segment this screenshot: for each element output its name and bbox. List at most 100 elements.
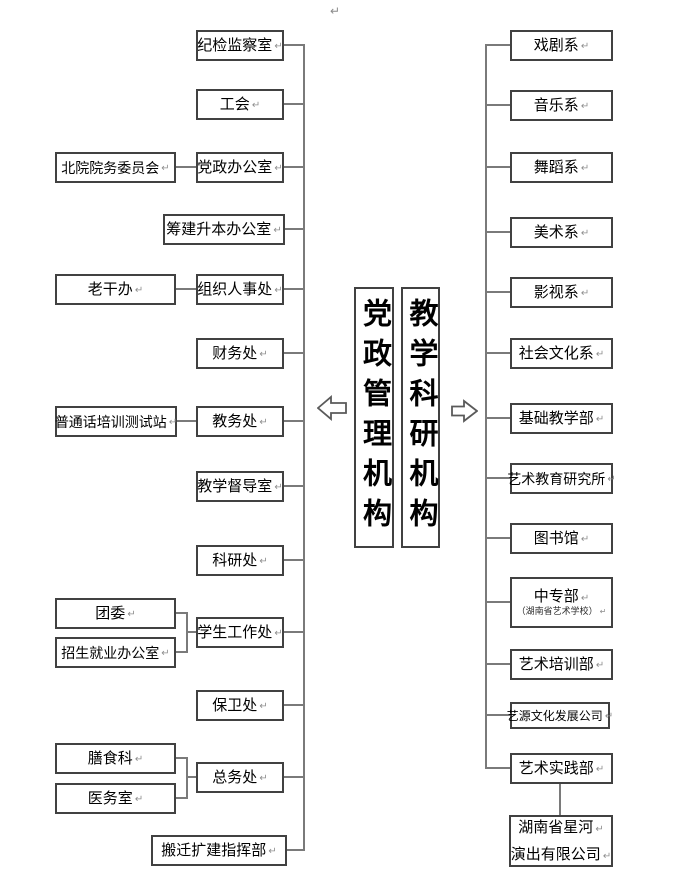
connector-line xyxy=(176,166,196,168)
connector-line xyxy=(176,651,188,653)
box-label: 戏剧系 xyxy=(533,37,579,54)
box-label: 艺源文化发展公司 xyxy=(506,708,603,723)
return-mark-icon: ↵ xyxy=(595,824,604,836)
connector-line xyxy=(485,417,510,419)
box-label: 纪检监察室 xyxy=(197,37,273,54)
box-label: 膳食科 xyxy=(87,750,133,767)
box-north-campus-council: 北院院务委员会↵ xyxy=(55,152,176,183)
return-mark-icon: ↵ xyxy=(273,224,282,236)
return-mark-icon: ↵ xyxy=(274,284,283,296)
connector-line xyxy=(186,776,196,778)
box-label: 筹建升本办公室 xyxy=(166,221,272,238)
box-label: 总务处 xyxy=(212,769,258,786)
box-general-affairs-office: 总务处↵ xyxy=(196,762,284,793)
box-dance-dept: 舞蹈系↵ xyxy=(510,152,613,183)
box-label: 学生工作处 xyxy=(197,624,273,641)
box-retired-cadres-office: 老干办↵ xyxy=(55,274,176,305)
right-branch-title: 教学科研机构 xyxy=(405,297,437,538)
return-mark-icon: ↵ xyxy=(268,845,277,857)
return-mark-icon: ↵ xyxy=(595,763,605,775)
left-spine-line xyxy=(303,44,305,851)
box-library: 图书馆↵ xyxy=(510,523,613,554)
return-mark-icon: ↵ xyxy=(274,40,283,52)
return-mark-icon: ↵ xyxy=(580,533,590,545)
box-label: 搬迁扩建指挥部 xyxy=(161,842,267,859)
connector-line xyxy=(485,104,510,106)
return-mark-icon: ↵ xyxy=(595,348,605,360)
box-label: 社会文化系 xyxy=(518,345,594,362)
box-party-admin-office: 党政办公室↵ xyxy=(196,152,284,183)
box-label: 医务室 xyxy=(87,790,133,807)
return-mark-icon: ↵ xyxy=(602,850,612,862)
box-label: 美术系 xyxy=(533,224,579,241)
box-admissions-employment-office: 招生就业办公室↵ xyxy=(55,637,176,668)
connector-line xyxy=(176,288,196,290)
box-drama-dept: 戏剧系↵ xyxy=(510,30,613,61)
box-label: 舞蹈系 xyxy=(533,159,579,176)
box-security-office: 保卫处↵ xyxy=(196,690,284,721)
box-teaching-supervision-office: 教学督导室↵ xyxy=(196,471,284,502)
return-mark-icon: ↵ xyxy=(134,753,144,765)
box-youth-league: 团委↵ xyxy=(55,598,176,629)
connector-line xyxy=(284,559,303,561)
box-label: 科研处 xyxy=(212,552,258,569)
box-label: 图书馆 xyxy=(533,530,579,547)
return-mark-icon: ↵ xyxy=(161,647,170,659)
connector-line xyxy=(284,44,303,46)
connector-line xyxy=(485,44,510,46)
return-mark-icon: ↵ xyxy=(259,700,268,712)
connector-line xyxy=(176,797,188,799)
return-mark-icon: ↵ xyxy=(251,99,261,111)
box-fine-arts-dept: 美术系↵ xyxy=(510,217,613,248)
box-social-culture-dept: 社会文化系↵ xyxy=(510,338,613,369)
connector-line xyxy=(284,288,303,290)
return-mark-icon: ↵ xyxy=(595,413,605,425)
box-subnote: （湖南省艺术学校）↵ xyxy=(517,607,607,616)
left-branch-title: 党政管理机构 xyxy=(358,297,391,538)
return-mark-icon: ↵ xyxy=(580,287,590,299)
box-label: 演出有限公司 xyxy=(510,845,601,863)
box-label: 工会 xyxy=(219,96,250,113)
return-mark-icon: ↵ xyxy=(259,348,268,360)
return-mark-icon: ↵ xyxy=(134,793,144,805)
right-branch-title-box: 教学科研机构 xyxy=(401,287,440,548)
box-label-line: 中专部↵ xyxy=(534,589,589,604)
box-label: 普通话培训测试站 xyxy=(54,413,167,430)
return-mark-icon: ↵ xyxy=(580,162,590,174)
connector-line xyxy=(285,228,303,230)
connector-line xyxy=(485,477,510,479)
box-upgrade-preparation-office: 筹建升本办公室↵ xyxy=(163,214,285,245)
box-discipline-inspection-office: 纪检监察室↵ xyxy=(196,30,284,61)
box-subnote-text: （湖南省艺术学校） xyxy=(516,606,598,616)
connector-line xyxy=(284,352,303,354)
return-mark-icon: ↵ xyxy=(274,481,283,493)
box-art-practice-dept: 艺术实践部↵ xyxy=(510,753,613,784)
return-mark-icon: ↵ xyxy=(580,593,590,604)
return-mark-icon: ↵ xyxy=(274,162,283,174)
connector-line xyxy=(176,612,188,614)
box-label: 招生就业办公室 xyxy=(61,644,160,661)
return-mark-icon: ↵ xyxy=(604,710,614,722)
box-music-dept: 音乐系↵ xyxy=(510,90,613,121)
connector-line xyxy=(485,352,510,354)
return-mark-icon: ↵ xyxy=(259,555,268,567)
box-label: 艺术实践部 xyxy=(518,760,594,777)
connector-line xyxy=(559,784,561,815)
box-label: 财务处 xyxy=(212,345,258,362)
return-mark-icon: ↵ xyxy=(161,162,170,174)
box-yiyuan-culture-company: 艺源文化发展公司↵ xyxy=(506,702,614,729)
connector-line xyxy=(284,631,303,633)
left-branch-title-box: 党政管理机构 xyxy=(354,287,394,548)
box-mandarin-training-test-station: 普通话培训测试站↵ xyxy=(55,406,177,437)
return-mark-icon: ↵ xyxy=(580,227,590,239)
connector-line xyxy=(485,166,510,168)
box-art-training-dept: 艺术培训部↵ xyxy=(510,649,613,680)
return-mark-icon: ↵ xyxy=(607,473,616,485)
box-art-education-institute: 艺术教育研究所↵ xyxy=(507,463,616,494)
connector-line xyxy=(186,631,196,633)
connector-line xyxy=(284,776,303,778)
box-label: 教学督导室 xyxy=(197,478,273,495)
connector-line xyxy=(485,714,510,716)
right-arrow-icon xyxy=(451,399,478,423)
connector-line xyxy=(485,663,510,665)
